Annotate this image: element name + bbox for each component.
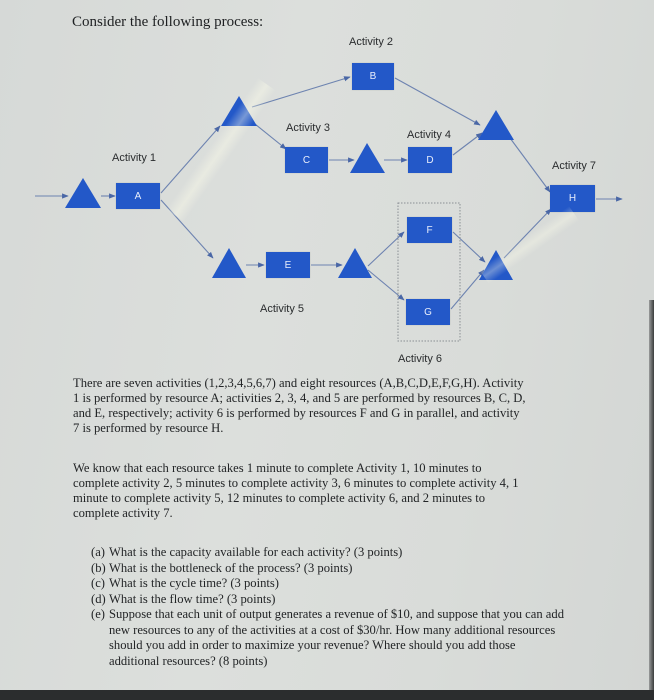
activity-6-label: Activity 6 <box>398 353 443 365</box>
activity-7-label: Activity 7 <box>552 160 597 172</box>
resource-b-box: B <box>352 63 394 90</box>
resource-d-box: D <box>408 147 452 173</box>
text-line: and E, respectively; activity 6 is perfo… <box>73 406 520 420</box>
question-c: (c)What is the cycle time? (3 points) <box>91 576 279 590</box>
question-d: (d)What is the flow time? (3 points) <box>91 591 276 606</box>
buffer-triangle-icon <box>479 250 513 280</box>
buffer-triangle-icon <box>338 248 372 278</box>
buffer-triangle-icon <box>478 110 514 140</box>
text-line: minute to complete activity 5, 12 minute… <box>73 491 486 505</box>
resource-f-label: F <box>426 224 433 236</box>
resource-g-box: G <box>406 299 450 325</box>
buffer-triangle-icon <box>221 96 257 126</box>
resource-c-box: C <box>285 147 328 173</box>
text-line: There are seven activities (1,2,3,4,5,6,… <box>73 376 524 390</box>
resource-e-label: E <box>284 259 292 271</box>
resource-e-box: E <box>266 252 310 278</box>
buffer-triangle-icon <box>212 248 246 278</box>
resource-b-label: B <box>369 71 377 82</box>
question-list: (a)What is the capacity available for ea… <box>91 545 591 669</box>
resource-a-label: A <box>134 190 142 202</box>
monitor-bezel-edge <box>649 300 654 700</box>
question-b: (b)What is the bottleneck of the process… <box>91 560 353 575</box>
activity-4-label: Activity 4 <box>407 129 452 141</box>
start-buffer-triangle-icon <box>65 178 101 208</box>
monitor-bezel-bottom <box>0 690 654 700</box>
activity-5-label: Activity 5 <box>260 303 305 315</box>
activity-6-boundary <box>397 202 461 342</box>
process-flow-arrows <box>35 76 623 342</box>
resource-f-box: F <box>407 217 452 243</box>
activity-3-label: Activity 3 <box>286 122 331 134</box>
processing-times-paragraph: We know that each resource takes 1 minut… <box>73 461 585 521</box>
text-line: complete activity 7. <box>73 506 173 520</box>
text-line: 1 is performed by resource A; activities… <box>73 391 526 405</box>
resource-c-label: C <box>302 154 311 166</box>
text-line: 7 is performed by resource H. <box>73 421 224 435</box>
process-flow-diagram: A B C D E F G H Activity 2 Activity 3 Ac… <box>35 36 623 365</box>
resource-g-label: G <box>424 306 432 318</box>
problem-description-paragraph: There are seven activities (1,2,3,4,5,6,… <box>73 376 585 436</box>
text-line: We know that each resource takes 1 minut… <box>73 461 482 475</box>
question-e: (e)Suppose that each unit of output gene… <box>91 607 564 668</box>
resource-h-label: H <box>568 193 577 204</box>
resource-h-box: H <box>550 185 595 212</box>
question-a: (a)What is the capacity available for ea… <box>91 545 403 559</box>
resource-a-box: A <box>116 183 160 209</box>
text-line: complete activity 2, 5 minutes to comple… <box>73 476 519 490</box>
resource-d-label: D <box>426 154 434 166</box>
activity-1-label: Activity 1 <box>112 152 157 164</box>
activity-2-label: Activity 2 <box>349 36 394 48</box>
buffer-triangle-icon <box>350 143 385 173</box>
problem-heading: Consider the following process: <box>72 14 264 30</box>
